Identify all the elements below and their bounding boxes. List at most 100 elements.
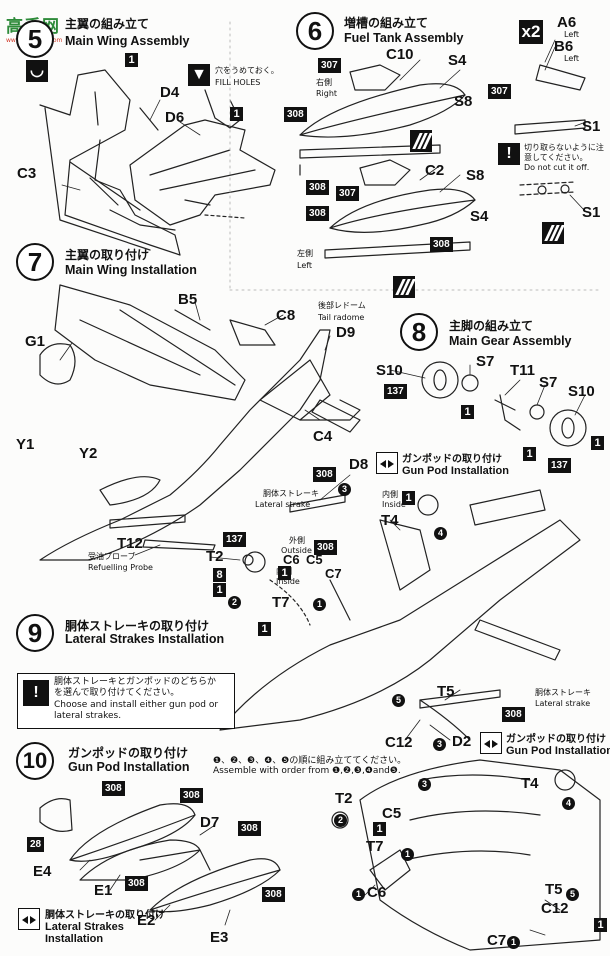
part-C10: C10 [386, 46, 414, 63]
color-code-307: 307 [318, 58, 341, 73]
part-E3: E3 [210, 929, 229, 946]
right-caption-jp: 右側 [316, 78, 332, 87]
step-8-title-en: Main Gear Assembly [449, 334, 572, 348]
nav-gun-pod-icon[interactable] [480, 732, 502, 754]
refuel-probe-jp: 受油プローブ [88, 552, 136, 561]
color-code-308: 308 [262, 887, 285, 902]
color-code-1: 1 [461, 405, 474, 419]
nav-strakes-jp: 胴体ストレーキの取り付け [45, 910, 165, 921]
lateral-strake2-jp: 胴体ストレーキ [535, 688, 591, 697]
step-8-title-jp: 主脚の組み立て [449, 319, 534, 333]
paint-icon [410, 130, 433, 152]
color-code-28: 28 [27, 837, 45, 852]
lateral-strake2-en: Lateral strake [535, 699, 591, 708]
part-T7: T7 [366, 838, 384, 855]
nav-gun-pod-link[interactable]: ガンポッドの取り付け Gun Pod Installation [402, 450, 509, 477]
part-T7: T7 [272, 594, 290, 611]
part-C4: C4 [313, 428, 333, 445]
step-5-title-jp: 主翼の組み立て [65, 17, 150, 31]
part-E4: E4 [33, 863, 52, 880]
nav-strakes-en: Lateral Strakes [45, 921, 124, 933]
nav-gun-pod-link-2[interactable]: ガンポッドの取り付け Gun Pod Installation [506, 730, 610, 757]
part-B6: B6 [554, 38, 574, 55]
order-mark-1: 1 [507, 936, 520, 949]
step-9-title-jp: 胴体ストレーキの取り付け [65, 619, 210, 633]
part-C7: C7 [487, 932, 507, 949]
color-code-1: 1 [213, 583, 226, 597]
step-8-badge: 8 [400, 313, 438, 351]
step-10-badge: 10 [16, 742, 54, 780]
part-T4: T4 [521, 775, 539, 792]
color-code-308: 308 [502, 707, 525, 722]
step-9-badge: 9 [16, 614, 54, 652]
part-D8: D8 [349, 456, 369, 473]
color-code-1: 1 [591, 436, 604, 450]
part-S8: S8 [454, 93, 473, 110]
refuel-probe-en: Refuelling Probe [88, 563, 153, 572]
part-D7: D7 [200, 814, 220, 831]
inside-caption-jp: 内側 [382, 490, 398, 499]
color-code-308: 308 [306, 206, 329, 221]
choose-note-en: Choose and install either gun pod or lat… [54, 700, 219, 721]
part-D6: D6 [165, 109, 185, 126]
right-caption-en: Right [316, 89, 338, 98]
paint-icon [393, 276, 416, 298]
color-code-1: 1 [125, 53, 138, 67]
b6-left-caption: Left [564, 54, 580, 63]
part-C3: C3 [17, 165, 37, 182]
part-T2: T2 [206, 548, 224, 565]
part-T4: T4 [381, 512, 399, 529]
fill-holes-icon: ▼ [188, 64, 210, 86]
caution-icon: ! [498, 143, 520, 165]
nav-strakes-link[interactable]: 胴体ストレーキの取り付け Lateral Strakes Installatio… [45, 906, 165, 945]
color-code-308: 308 [430, 237, 453, 252]
nav-strakes-icon[interactable] [18, 908, 40, 930]
tail-radome-en: Tail radome [318, 313, 365, 322]
part-S7: S7 [539, 374, 558, 391]
order-mark-3: 3 [338, 483, 351, 496]
part-C12: C12 [385, 734, 413, 751]
order-mark-1: 1 [352, 888, 365, 901]
color-code-137: 137 [548, 458, 571, 473]
choose-note: ! 胴体ストレーキとガンポッドのどちらかを選んで取り付けてください。 Choos… [17, 673, 235, 729]
part-S4: S4 [448, 52, 467, 69]
gun-pod-left-drawing [69, 803, 196, 862]
nav-gun-pod2-en: Gun Pod Installation [506, 745, 610, 757]
main-wing-left-drawing [39, 69, 181, 256]
part-C6: C6 [367, 884, 387, 901]
paint-icon [542, 222, 565, 244]
inside-caption-en: Inside [382, 500, 406, 509]
assembly-order-en: Assemble with order from ❶,❷,❸,❹and❺. [213, 766, 401, 776]
part-S7: S7 [476, 353, 495, 370]
order-mark-3: 3 [418, 778, 431, 791]
part-B5: B5 [178, 291, 198, 308]
color-code-308: 308 [180, 788, 203, 803]
part-C7: C7 [325, 566, 342, 581]
part-D9: D9 [336, 324, 356, 341]
choose-note-jp: 胴体ストレーキとガンポッドのどちらかを選んで取り付けてください。 [54, 677, 217, 698]
fill-holes-jp: 穴をうめておく。 [215, 66, 279, 75]
wheel-left-drawing [421, 361, 459, 399]
lateral-strake-en: Lateral strake [255, 500, 311, 509]
step-7-title-en: Main Wing Installation [65, 263, 197, 277]
order-mark-5: 5 [392, 694, 405, 707]
order-mark-4: 4 [562, 797, 575, 810]
nav-strakes-en2: Installation [45, 933, 104, 945]
part-S8: S8 [466, 167, 485, 184]
part-C5: C5 [306, 552, 323, 567]
part-E2: E2 [137, 912, 156, 929]
step-5-badge: 5 [16, 20, 54, 58]
color-code-8: 8 [213, 568, 226, 582]
lateral-strake-jp: 胴体ストレーキ [263, 489, 319, 498]
step-6-title-en: Fuel Tank Assembly [344, 31, 464, 45]
color-code-308: 308 [284, 107, 307, 122]
step-5-title-en: Main Wing Assembly [65, 34, 190, 48]
nav-gun-pod-icon[interactable] [376, 452, 398, 474]
outside-caption-en: Outside [281, 546, 312, 555]
step-9-title-en: Lateral Strakes Installation [65, 632, 225, 646]
order-mark-2: 2 [228, 596, 241, 609]
color-code-1: 1 [402, 491, 415, 505]
quantity-x2-badge: x2 [519, 20, 543, 44]
color-code-307: 307 [488, 84, 511, 99]
